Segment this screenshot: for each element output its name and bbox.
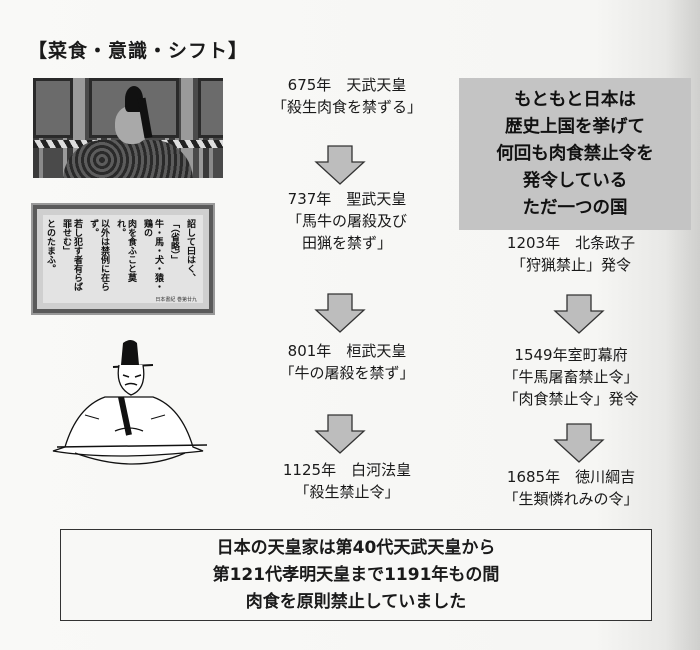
entry-edict: 「馬牛の屠殺及び <box>286 212 407 230</box>
timeline-entry-1203: 1203年 北条政子 「狩猟禁止」発令 <box>455 232 687 276</box>
timeline-entry-1685: 1685年 徳川綱吉 「生類憐れみの令」 <box>455 466 687 510</box>
pillar <box>181 78 193 178</box>
callout-line: 発令している <box>522 170 628 191</box>
face <box>117 364 145 396</box>
entry-edict: 「殺生肉食を禁ずる」 <box>271 98 422 116</box>
timeline-entry-675: 675年 天武天皇 「殺生肉食を禁ずる」 <box>232 74 462 118</box>
edict-scroll-image: 詔して曰はく、 「（省略）」 牛・馬・犬・猿・鶏の 肉を食ふこと莫れ。 以外は禁… <box>33 205 213 313</box>
background-panel <box>198 78 223 138</box>
summary-line: 日本の天皇家は第40代天武天皇から <box>216 537 496 558</box>
sleeve-lines <box>84 414 166 420</box>
scroll-column: 肉を食ふこと莫れ。 <box>115 219 136 282</box>
entry-edict: 「肉食禁止令」発令 <box>503 390 639 408</box>
callout-line: ただ一つの国 <box>522 197 628 218</box>
entry-edict: 「生類憐れみの令」 <box>503 490 639 508</box>
callout-box: もともと日本は 歴史上国を挙げて 何回も肉食禁止令を 発令している ただ一つの国 <box>459 78 691 230</box>
emperor-portrait-image <box>33 78 223 178</box>
summary-box: 日本の天皇家は第40代天武天皇から 第121代孝明天皇まで1191年もの間 肉食… <box>60 529 652 621</box>
entry-edict: 「殺生禁止令」 <box>294 483 400 501</box>
scroll-column: とのたまふ。 <box>45 219 55 273</box>
entry-ruler: 桓武天皇 <box>346 342 407 360</box>
entry-year: 801年 <box>287 342 332 360</box>
entry-heading: 1203年 北条政子 <box>506 234 636 252</box>
scroll-caption: 日本書紀 巻第廿九 <box>155 297 197 303</box>
down-arrow-icon <box>314 293 366 333</box>
robe <box>63 140 193 178</box>
page-title: 【菜食・意識・シフト】 <box>28 40 249 62</box>
callout-line: 歴史上国を挙げて <box>505 116 645 137</box>
down-arrow-icon <box>314 145 366 185</box>
entry-edict: 「狩猟禁止」発令 <box>510 256 631 274</box>
sword <box>56 444 208 448</box>
scroll-column: 「（省略）」 <box>169 219 179 264</box>
scroll-column: 若し犯す者有らば罪せむ」 <box>61 219 82 291</box>
scroll-column: 以外は禁例に在らず。 <box>88 219 109 291</box>
timeline-entry-1125: 1125年 白河法皇 「殺生禁止令」 <box>232 459 462 503</box>
entry-edict: 「牛馬屠畜禁止令」 <box>503 368 639 386</box>
callout-line: 何回も肉食禁止令を <box>496 143 654 164</box>
timeline-entry-1549: 1549年室町幕府 「牛馬屠畜禁止令」 「肉食禁止令」発令 <box>455 344 687 410</box>
entry-edict: 「牛の屠殺を禁ず」 <box>279 364 415 382</box>
eyes <box>122 374 142 378</box>
callout-line: もともと日本は <box>514 89 636 110</box>
down-arrow-icon <box>553 294 605 334</box>
down-arrow-icon <box>553 423 605 463</box>
hands <box>114 427 144 432</box>
entry-heading: 1549年室町幕府 <box>514 346 628 364</box>
scroll-column: 詔して曰はく、 <box>185 219 195 282</box>
entry-ruler: 聖武天皇 <box>346 190 407 208</box>
seated-emperor-drawing <box>52 340 208 465</box>
scroll-text-area: 詔して曰はく、 「（省略）」 牛・馬・犬・猿・鶏の 肉を食ふこと莫れ。 以外は禁… <box>43 215 203 303</box>
entry-edict: 田猟を禁ず」 <box>301 234 392 252</box>
entry-year: 1125年 <box>282 461 337 479</box>
legs <box>74 452 186 465</box>
mustache <box>124 382 138 386</box>
summary-line: 肉食を原則禁止していました <box>245 591 467 612</box>
entry-year: 675年 <box>287 76 332 94</box>
timeline-entry-801: 801年 桓武天皇 「牛の屠殺を禁ず」 <box>232 340 462 384</box>
timeline-entry-737: 737年 聖武天皇 「馬牛の屠殺及び 田猟を禁ず」 <box>232 188 462 254</box>
entry-year: 737年 <box>287 190 332 208</box>
entry-ruler: 天武天皇 <box>346 76 407 94</box>
scroll-column: 牛・馬・犬・猿・鶏の <box>142 219 163 291</box>
entry-ruler: 白河法皇 <box>351 461 412 479</box>
hat <box>121 340 139 365</box>
entry-heading: 1685年 徳川綱吉 <box>506 468 636 486</box>
background-panel <box>33 78 73 138</box>
summary-line: 第121代孝明天皇まで1191年もの間 <box>212 564 500 585</box>
down-arrow-icon <box>314 414 366 454</box>
